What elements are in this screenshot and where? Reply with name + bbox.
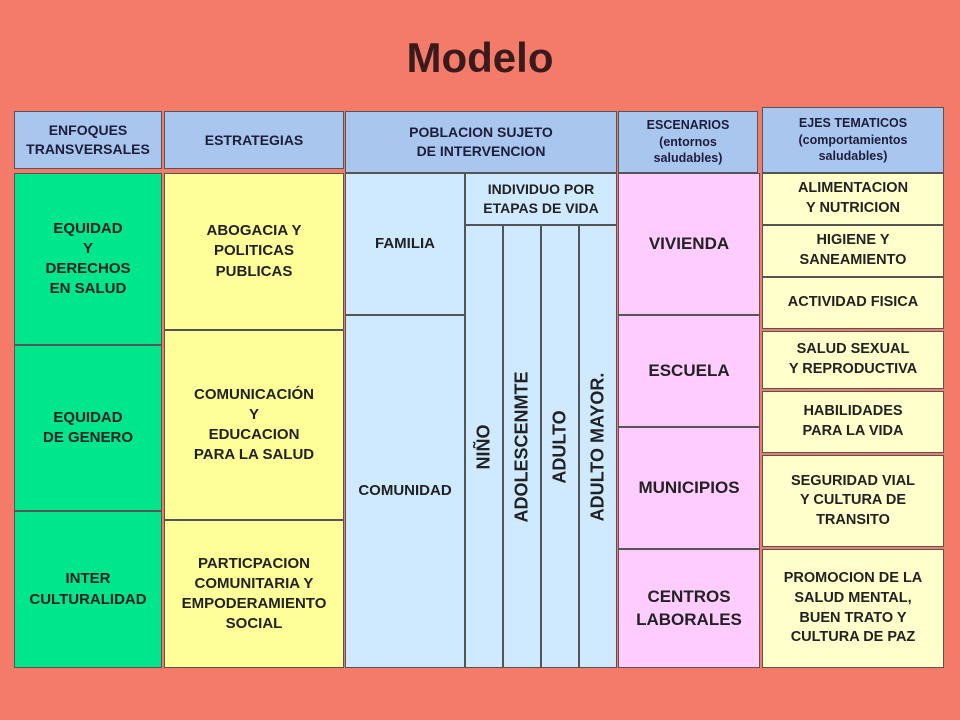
- header-ejes: EJES TEMATICOS (comportamientos saludabl…: [762, 107, 944, 173]
- enfoque-interculturalidad: INTER CULTURALIDAD: [14, 511, 162, 668]
- escenario-escuela: ESCUELA: [618, 315, 760, 427]
- etapa-adolescente: ADOLESCENMTE: [503, 225, 541, 668]
- etapa-nino-label: NIÑO: [473, 424, 494, 469]
- eje-higiene: HIGIENE Y SANEAMIENTO: [762, 225, 944, 277]
- eje-habilidades: HABILIDADES PARA LA VIDA: [762, 391, 944, 453]
- poblacion-familia: FAMILIA: [345, 173, 465, 315]
- slide-title: Modelo: [406, 34, 554, 81]
- estrategia-comunicacion: COMUNICACIÓN Y EDUCACION PARA LA SALUD: [164, 330, 344, 520]
- escenario-vivienda: VIVIENDA: [618, 173, 760, 315]
- eje-salud-sexual: SALUD SEXUAL Y REPRODUCTIVA: [762, 331, 944, 389]
- poblacion-individuo: INDIVIDUO POR ETAPAS DE VIDA: [465, 173, 617, 225]
- etapa-adulto-mayor-label: ADULTO MAYOR.: [587, 372, 608, 521]
- enfoque-equidad-genero: EQUIDAD DE GENERO: [14, 345, 162, 511]
- etapa-nino: NIÑO: [465, 225, 503, 668]
- etapa-adolescente-label: ADOLESCENMTE: [511, 370, 532, 523]
- eje-alimentacion: ALIMENTACION Y NUTRICION: [762, 173, 944, 225]
- poblacion-comunidad: COMUNIDAD: [345, 315, 465, 668]
- enfoque-equidad-derechos: EQUIDAD Y DERECHOS EN SALUD: [14, 173, 162, 345]
- header-escenarios: ESCENARIOS (entornos saludables): [618, 111, 758, 173]
- escenario-centros-laborales: CENTROS LABORALES: [618, 549, 760, 668]
- eje-actividad-fisica: ACTIVIDAD FISICA: [762, 277, 944, 329]
- header-enfoques: ENFOQUES TRANSVERSALES: [14, 111, 162, 169]
- estrategia-abogacia: ABOGACIA Y POLITICAS PUBLICAS: [164, 173, 344, 330]
- header-poblacion: POBLACION SUJETO DE INTERVENCION: [345, 111, 617, 173]
- etapa-adulto-label: ADULTO: [549, 409, 570, 484]
- header-estrategias: ESTRATEGIAS: [164, 111, 344, 169]
- eje-promocion-salud-mental: PROMOCION DE LA SALUD MENTAL, BUEN TRATO…: [762, 549, 944, 668]
- etapa-adulto: ADULTO: [541, 225, 579, 668]
- escenario-municipios: MUNICIPIOS: [618, 427, 760, 549]
- estrategia-participacion: PARTICPACION COMUNITARIA Y EMPODERAMIENT…: [164, 520, 344, 668]
- etapa-adulto-mayor: ADULTO MAYOR.: [579, 225, 617, 668]
- eje-seguridad-vial: SEGURIDAD VIAL Y CULTURA DE TRANSITO: [762, 455, 944, 547]
